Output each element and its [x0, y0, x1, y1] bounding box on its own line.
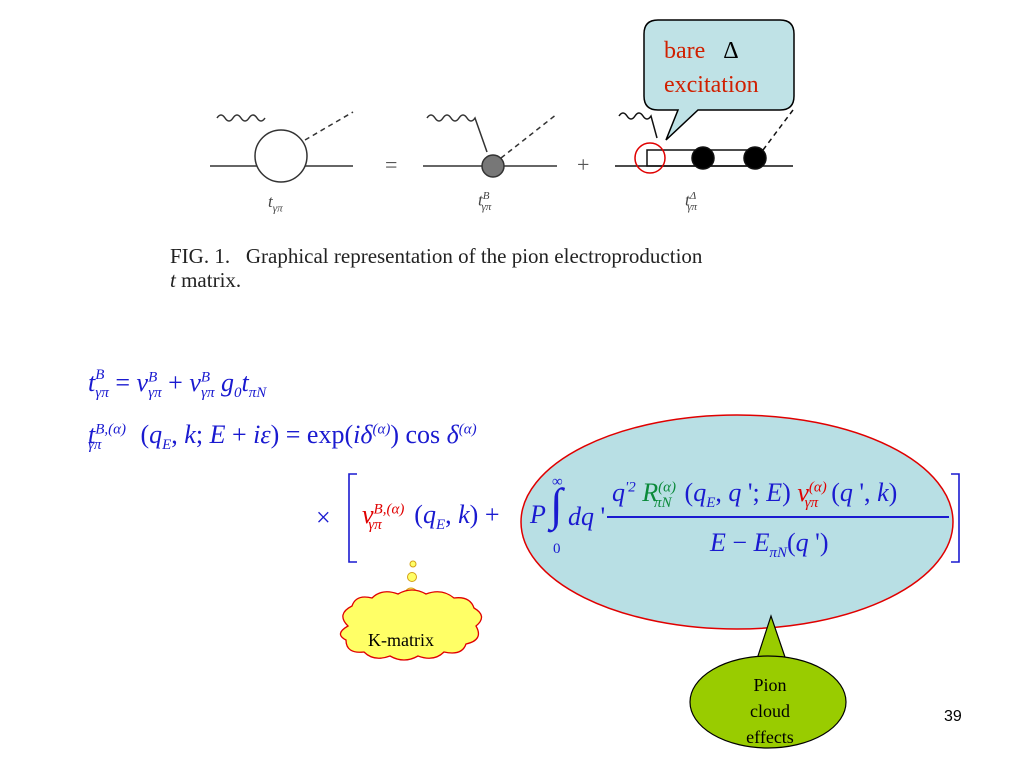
- times-sign: ×: [316, 503, 331, 532]
- page-number: 39: [944, 708, 962, 725]
- caption-fig: FIG. 1.: [170, 244, 231, 268]
- caption-t: t: [170, 268, 176, 292]
- callout-line2: excitation: [664, 72, 759, 98]
- kmatrix-cloud: [339, 560, 483, 661]
- label-tDelta: tΔγπ: [685, 190, 698, 214]
- feynman-diagram: [210, 109, 794, 183]
- pion-cloud-ellipse: [520, 414, 954, 630]
- equation-3-v: vB,(α)γπ (qE, k) +: [362, 500, 500, 534]
- principal-value-P: P: [530, 500, 546, 529]
- equals-sign: =: [385, 152, 398, 177]
- bare-vertex-circle: [481, 154, 505, 178]
- pion-bubble-text: Pion cloud effects: [708, 672, 832, 750]
- diagram-bare-vertex: [423, 113, 558, 178]
- pion-line2: cloud: [750, 701, 790, 721]
- red-highlight-circle: [634, 142, 666, 174]
- callout-line1: bare: [664, 38, 706, 64]
- big-brackets: [348, 473, 960, 563]
- delta-symbol: Δ: [723, 38, 739, 64]
- caption-line2: matrix.: [175, 268, 242, 292]
- integral-sign: ∫: [550, 479, 563, 530]
- kmatrix-label: K-matrix: [368, 630, 434, 650]
- pion-bubble: [689, 614, 847, 749]
- plus-sign: +: [577, 152, 590, 177]
- equation-2: tB,(α)γπ (qE, k; E + iε) = exp(iδ(α)) co…: [88, 420, 477, 454]
- fraction-bar: [607, 516, 949, 518]
- delta-vertex-1: [691, 146, 715, 170]
- equation-1: tBγπ = vBγπ + vBγπ g0tπN: [88, 367, 267, 402]
- pion-line3: effects: [746, 727, 794, 747]
- caption-text: Graphical representation of the pion ele…: [245, 244, 703, 268]
- label-tB: tBγπ: [478, 190, 492, 214]
- diagram-full-vertex: [210, 111, 354, 183]
- diagram-delta: [615, 109, 794, 174]
- integral-upper-limit: ∞: [552, 474, 563, 490]
- callout-bubble: [643, 19, 795, 141]
- dq-prime: dq ': [568, 502, 606, 531]
- integral-lower-limit: 0: [553, 541, 561, 557]
- photon-wavy-line: [216, 114, 266, 122]
- figure-caption: FIG. 1. Graphical representation of the …: [170, 244, 850, 292]
- full-vertex-circle: [254, 129, 308, 183]
- pion-line1: Pion: [753, 675, 787, 695]
- fraction-numerator: q'2 R(α)πN (qE, q '; E) v(α)γπ (q ', k): [612, 478, 898, 512]
- label-t: tγπ: [268, 192, 283, 215]
- fraction-denominator: E − EπN(q '): [710, 528, 829, 562]
- delta-vertex-2: [743, 146, 767, 170]
- callout-text: bare Δ excitation: [664, 34, 784, 102]
